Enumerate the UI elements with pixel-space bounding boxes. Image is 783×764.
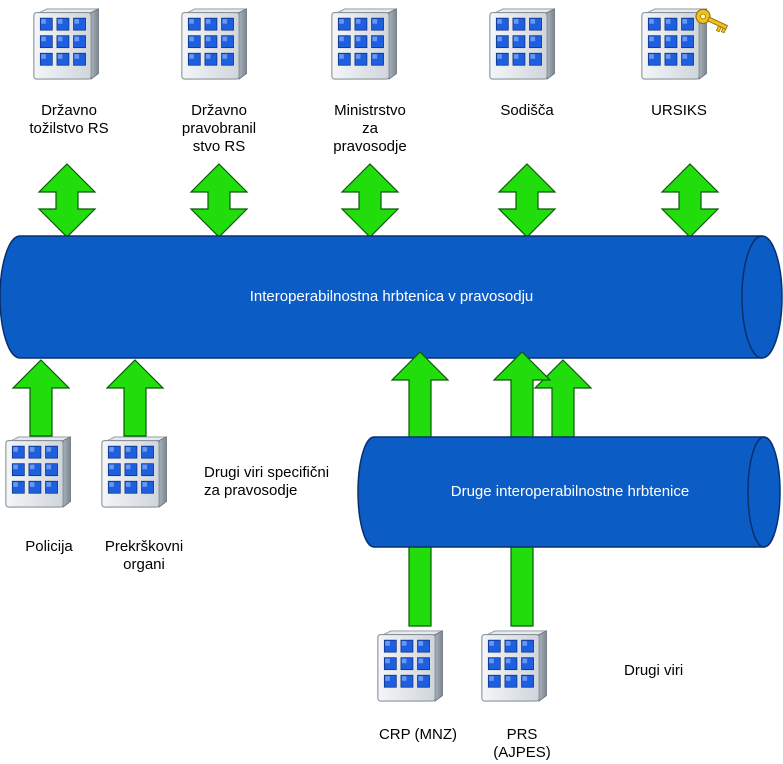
up-arrow-other-backbone <box>533 359 593 438</box>
double-arrow-ministrstvo <box>340 163 400 238</box>
double-arrow-pravobranil <box>189 163 249 238</box>
up-arrow-prekrskovni <box>105 359 165 437</box>
up-arrow-policija <box>11 359 71 437</box>
building-icon-sodisca <box>489 8 556 80</box>
main-backbone-label: Interoperabilnostna hrbtenica v pravosod… <box>249 288 534 305</box>
building-icon-prs <box>481 630 548 702</box>
double-arrow-sodisca <box>497 163 557 238</box>
building-icon-pravobranil <box>181 8 248 80</box>
building-icon-policija <box>5 436 72 508</box>
building-icon-ministrstvo <box>331 8 398 80</box>
other-backbone-label: Druge interoperabilnostne hrbtenice <box>450 483 690 500</box>
building-icon-prekrskovni <box>101 436 168 508</box>
key-icon <box>695 8 729 34</box>
other-backbone <box>357 436 781 548</box>
building-icon-crp <box>377 630 444 702</box>
node-label-prs: PRS(AJPES) <box>493 726 551 761</box>
node-label-policija: Policija <box>25 538 73 555</box>
double-arrow-tozilstvo <box>37 163 97 238</box>
main-backbone <box>0 235 783 359</box>
building-icon-tozilstvo <box>33 8 100 80</box>
note-other-sources: Drugi viri <box>624 662 684 679</box>
double-arrow-ursiks <box>660 163 720 238</box>
node-label-ursiks: URSIKS <box>651 102 707 119</box>
node-label-crp: CRP (MNZ) <box>378 726 458 743</box>
node-label-sodisca: Sodišča <box>500 102 554 119</box>
